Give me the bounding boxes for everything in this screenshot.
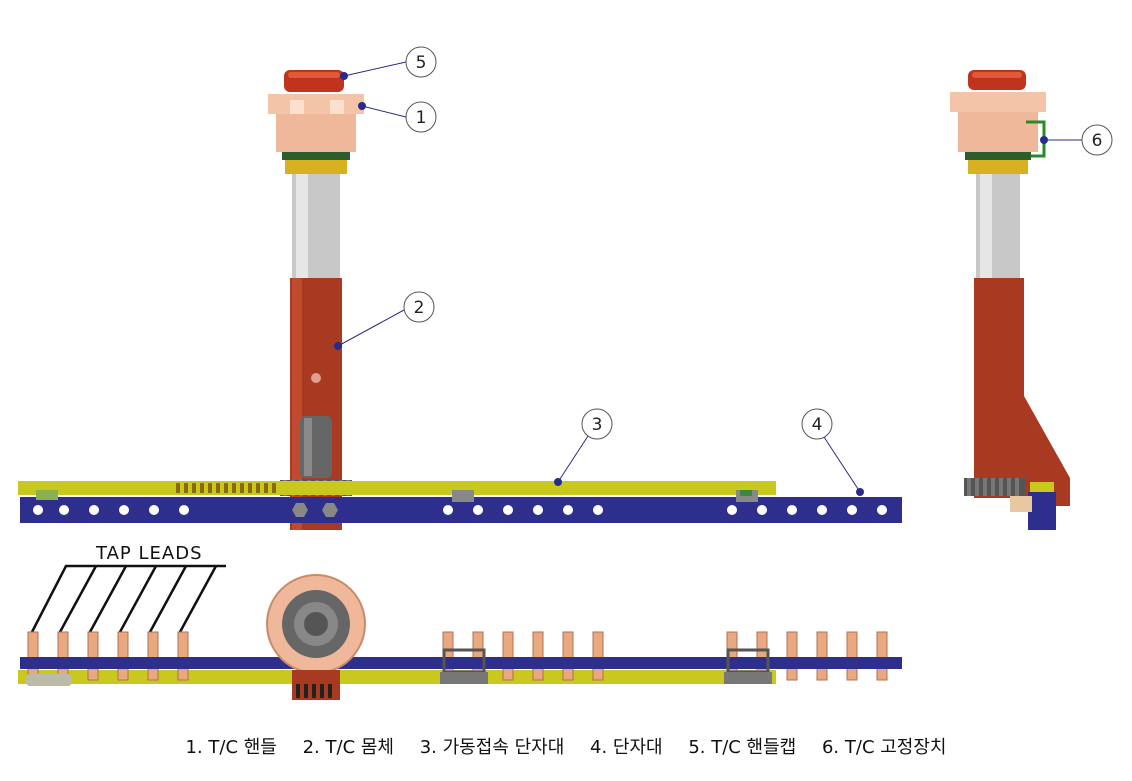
terminal-holes: [33, 505, 887, 515]
callout-4: 4: [812, 415, 823, 435]
callouts: [337, 61, 1082, 493]
legend-item-3: 3. 가동접속 단자대: [419, 737, 565, 758]
parts-legend: 1. T/C 핸들 2. T/C 몸체 3. 가동접속 단자대 4. 단자대 5…: [0, 733, 1132, 759]
callout-2: 2: [414, 298, 425, 318]
callout-dots: [334, 72, 1048, 496]
callout-3: 3: [592, 415, 603, 435]
plan-view: TAP LEADS: [18, 543, 902, 700]
side-view: [950, 70, 1070, 530]
ring: [282, 152, 350, 160]
legend-item-6: 6. T/C 고정장치: [821, 737, 947, 758]
handle: [268, 94, 364, 114]
contact-pins: [27, 631, 888, 681]
callout-5: 5: [416, 53, 427, 73]
side-handle: [950, 92, 1046, 112]
tap-leads-label: TAP LEADS: [95, 543, 203, 564]
callout-6: 6: [1092, 131, 1103, 151]
movable-contact-board: [18, 481, 776, 495]
legend-item-4: 4. 단자대: [590, 737, 663, 758]
callout-circles: [403, 46, 1113, 440]
legend-item-5: 5. T/C 핸들캡: [688, 737, 797, 758]
front-view: [18, 70, 902, 530]
legend-item-1: 1. T/C 핸들: [185, 737, 277, 758]
collar: [285, 160, 347, 174]
callout-1: 1: [416, 108, 427, 128]
side-body: [974, 278, 1070, 506]
legend-item-2: 2. T/C 몸체: [302, 737, 394, 758]
tap-leads: [30, 564, 226, 633]
